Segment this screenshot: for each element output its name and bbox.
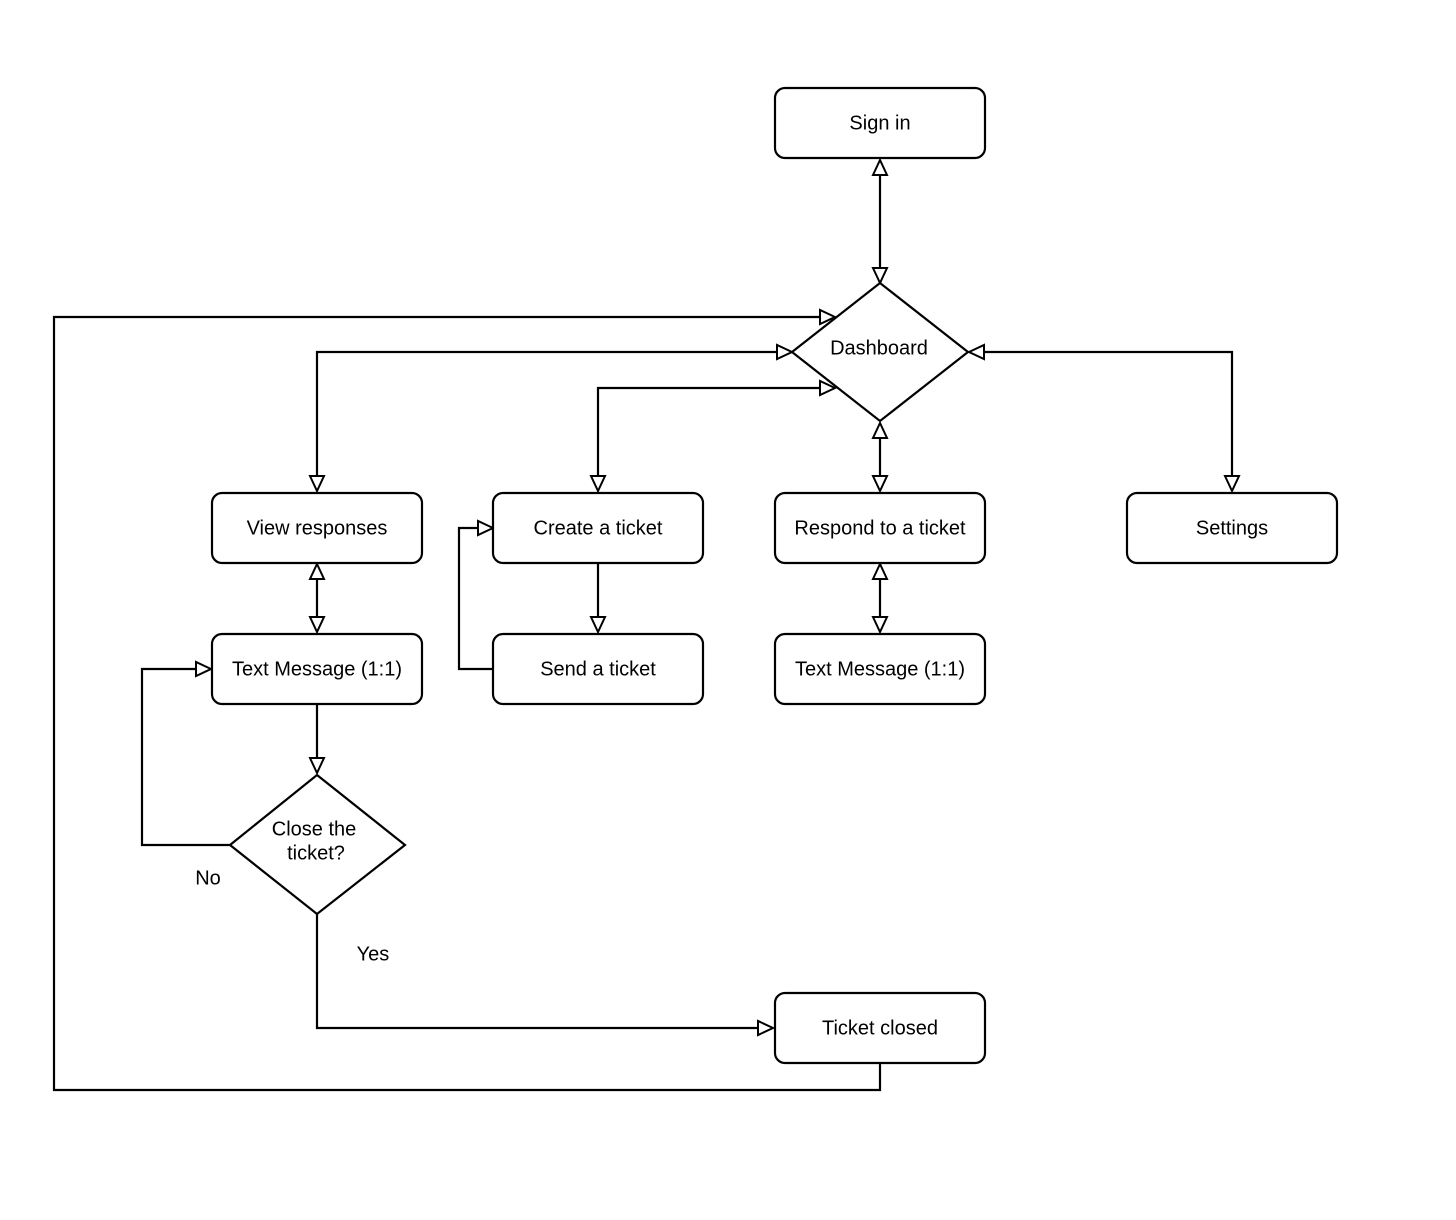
edges	[52, 175, 1234, 1092]
node-close-decision: Close the ticket?	[228, 773, 407, 916]
edge-send-create-loop	[457, 526, 493, 671]
arrowhead-down-icon	[871, 616, 889, 635]
node-settings: Settings	[1125, 491, 1339, 565]
arrowhead-right-icon	[819, 379, 838, 397]
arrowhead-down-icon	[1223, 475, 1241, 494]
node-dashboard: Dashboard	[790, 281, 970, 423]
edge-decision-yes	[315, 914, 758, 1030]
arrowhead-up-icon	[871, 561, 889, 580]
arrowheads	[195, 157, 1241, 1037]
node-text-message-left-label: Text Message (1:1)	[232, 658, 402, 680]
arrowhead-right-icon	[757, 1019, 776, 1037]
arrowhead-right-icon	[776, 343, 795, 361]
node-send-ticket: Send a ticket	[491, 632, 705, 706]
edge-label-no: No	[195, 867, 221, 889]
arrowhead-down-icon	[308, 475, 326, 494]
edge-ticket-closed-dashboard	[52, 315, 882, 1092]
node-send-ticket-label: Send a ticket	[540, 658, 656, 680]
arrowhead-down-icon	[589, 475, 607, 494]
arrowhead-left-icon	[966, 343, 985, 361]
node-close-decision-line1: Close the	[272, 818, 357, 840]
arrowhead-down-icon	[589, 616, 607, 635]
node-settings-label: Settings	[1196, 517, 1268, 539]
arrowhead-down-icon	[308, 616, 326, 635]
edge-dashboard-create-ticket	[596, 386, 820, 476]
node-close-decision-line2: ticket?	[287, 842, 345, 864]
arrowhead-down-icon	[871, 475, 889, 494]
node-sign-in: Sign in	[773, 86, 987, 160]
arrowhead-up-icon	[871, 157, 889, 176]
node-text-message-right-label: Text Message (1:1)	[795, 658, 965, 680]
node-text-message-left: Text Message (1:1)	[210, 632, 424, 706]
arrowhead-down-icon	[308, 757, 326, 776]
node-ticket-closed-label: Ticket closed	[822, 1017, 938, 1039]
node-respond-ticket: Respond to a ticket	[773, 491, 987, 565]
node-sign-in-label: Sign in	[849, 112, 910, 134]
node-text-message-right: Text Message (1:1)	[773, 632, 987, 706]
arrowhead-up-icon	[871, 420, 889, 439]
arrowhead-right-icon	[195, 660, 214, 678]
arrowhead-up-icon	[308, 561, 326, 580]
arrowhead-right-icon	[477, 519, 496, 537]
node-ticket-closed: Ticket closed	[773, 991, 987, 1065]
node-respond-ticket-label: Respond to a ticket	[794, 517, 966, 539]
arrowhead-down-icon	[871, 267, 889, 286]
edge-settings-dashboard	[984, 350, 1234, 476]
edge-dashboard-view-responses	[315, 350, 777, 476]
node-dashboard-label: Dashboard	[830, 337, 928, 359]
node-view-responses-label: View responses	[247, 517, 388, 539]
edge-decision-no	[140, 667, 231, 847]
arrowhead-right-icon	[819, 308, 838, 326]
node-create-ticket: Create a ticket	[491, 491, 705, 565]
node-view-responses: View responses	[210, 491, 424, 565]
edge-label-yes: Yes	[357, 943, 390, 965]
node-create-ticket-label: Create a ticket	[534, 517, 663, 539]
